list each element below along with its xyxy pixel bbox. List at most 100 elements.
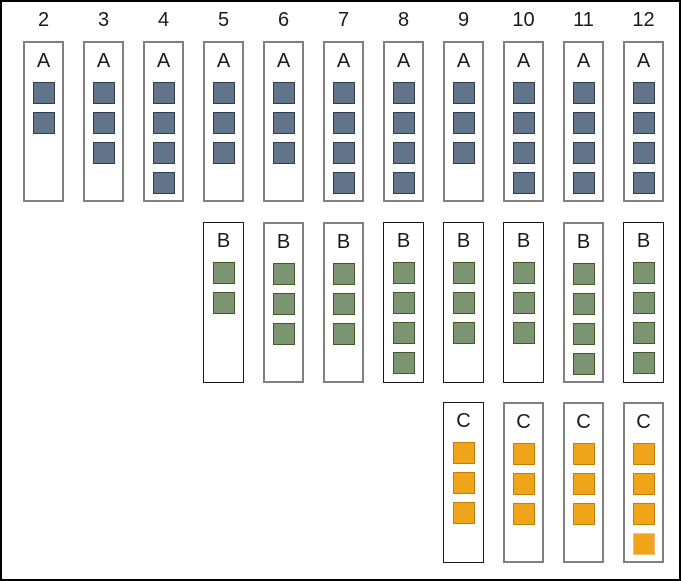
c-sample-square bbox=[512, 503, 535, 525]
a-sample-square bbox=[632, 142, 655, 164]
a-sample-square bbox=[272, 82, 295, 104]
a-sample-square bbox=[512, 142, 535, 164]
box-a-9: A bbox=[443, 41, 484, 202]
c-sample-square bbox=[632, 443, 655, 465]
box-b-12: B bbox=[623, 222, 664, 383]
box-label-c-9: C bbox=[456, 410, 471, 432]
a-sample-square bbox=[152, 172, 175, 194]
c-sample-square bbox=[452, 442, 475, 464]
c-sample-square bbox=[572, 503, 595, 525]
box-label-a-9: A bbox=[456, 50, 471, 72]
c-sample-square bbox=[572, 443, 595, 465]
box-a-4: A bbox=[143, 41, 184, 202]
b-sample-square bbox=[512, 292, 535, 314]
column-header-6: 6 bbox=[277, 9, 290, 31]
b-sample-square bbox=[512, 262, 535, 284]
a-sample-square bbox=[212, 82, 235, 104]
column-header-8: 8 bbox=[397, 9, 410, 31]
b-sample-square bbox=[212, 262, 235, 284]
a-sample-square bbox=[152, 82, 175, 104]
a-sample-square bbox=[272, 112, 295, 134]
a-sample-square bbox=[92, 142, 115, 164]
box-label-c-10: C bbox=[516, 411, 531, 433]
box-label-a-12: A bbox=[636, 50, 651, 72]
c-sample-square bbox=[632, 533, 655, 555]
a-sample-square bbox=[212, 112, 235, 134]
column-header-2: 2 bbox=[37, 9, 50, 31]
box-label-a-7: A bbox=[336, 50, 351, 72]
column-header-12: 12 bbox=[632, 9, 655, 31]
a-sample-square bbox=[152, 112, 175, 134]
a-sample-square bbox=[632, 172, 655, 194]
a-sample-square bbox=[452, 112, 475, 134]
b-sample-square bbox=[632, 322, 655, 344]
b-sample-square bbox=[632, 292, 655, 314]
a-sample-square bbox=[32, 112, 55, 134]
a-sample-square bbox=[152, 142, 175, 164]
box-b-6: B bbox=[263, 222, 304, 383]
box-label-b-5: B bbox=[216, 230, 231, 252]
b-sample-square bbox=[392, 262, 415, 284]
a-sample-square bbox=[392, 172, 415, 194]
box-label-a-5: A bbox=[216, 50, 231, 72]
b-sample-square bbox=[272, 263, 295, 285]
box-b-7: B bbox=[323, 222, 364, 383]
box-label-a-8: A bbox=[396, 50, 411, 72]
c-sample-square bbox=[512, 473, 535, 495]
b-sample-square bbox=[572, 263, 595, 285]
b-sample-square bbox=[272, 293, 295, 315]
b-sample-square bbox=[572, 293, 595, 315]
b-sample-square bbox=[632, 352, 655, 374]
a-sample-square bbox=[572, 172, 595, 194]
box-a-12: A bbox=[623, 41, 664, 202]
b-sample-square bbox=[512, 322, 535, 344]
b-sample-square bbox=[332, 263, 355, 285]
b-sample-square bbox=[212, 292, 235, 314]
box-label-b-8: B bbox=[396, 230, 411, 252]
a-sample-square bbox=[452, 82, 475, 104]
c-sample-square bbox=[452, 472, 475, 494]
box-c-10: C bbox=[503, 402, 544, 563]
c-sample-square bbox=[572, 473, 595, 495]
a-sample-square bbox=[272, 142, 295, 164]
column-header-3: 3 bbox=[97, 9, 110, 31]
box-label-b-7: B bbox=[336, 231, 351, 253]
box-a-6: A bbox=[263, 41, 304, 202]
c-sample-square bbox=[452, 502, 475, 524]
a-sample-square bbox=[572, 142, 595, 164]
b-sample-square bbox=[392, 292, 415, 314]
a-sample-square bbox=[392, 142, 415, 164]
box-label-a-11: A bbox=[576, 50, 591, 72]
a-sample-square bbox=[92, 82, 115, 104]
box-a-10: A bbox=[503, 41, 544, 202]
a-sample-square bbox=[572, 112, 595, 134]
box-c-11: C bbox=[563, 402, 604, 563]
a-sample-square bbox=[512, 112, 535, 134]
column-header-9: 9 bbox=[457, 9, 470, 31]
box-a-5: A bbox=[203, 41, 244, 202]
box-a-2: A bbox=[23, 41, 64, 202]
c-sample-square bbox=[632, 473, 655, 495]
a-sample-square bbox=[392, 82, 415, 104]
a-sample-square bbox=[452, 142, 475, 164]
column-header-7: 7 bbox=[337, 9, 350, 31]
a-sample-square bbox=[212, 142, 235, 164]
column-header-11: 11 bbox=[573, 9, 594, 31]
b-sample-square bbox=[452, 262, 475, 284]
a-sample-square bbox=[332, 82, 355, 104]
box-label-c-11: C bbox=[576, 411, 591, 433]
box-b-8: B bbox=[383, 222, 424, 383]
c-sample-square bbox=[512, 443, 535, 465]
b-sample-square bbox=[452, 322, 475, 344]
box-label-b-9: B bbox=[456, 230, 471, 252]
box-label-a-4: A bbox=[156, 50, 171, 72]
box-b-11: B bbox=[563, 222, 604, 383]
a-sample-square bbox=[332, 172, 355, 194]
column-header-5: 5 bbox=[217, 9, 230, 31]
box-a-3: A bbox=[83, 41, 124, 202]
b-sample-square bbox=[572, 323, 595, 345]
box-label-a-2: A bbox=[36, 50, 51, 72]
column-header-10: 10 bbox=[512, 9, 535, 31]
c-sample-square bbox=[632, 503, 655, 525]
